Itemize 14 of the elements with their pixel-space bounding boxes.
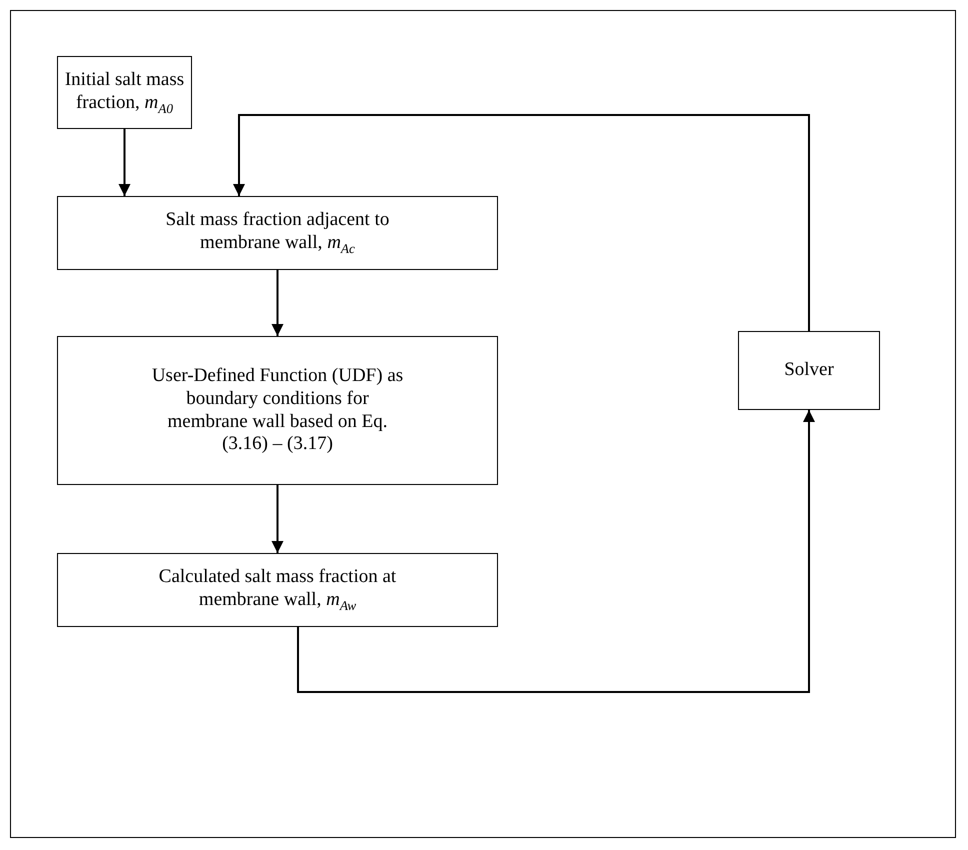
box-text: Salt mass fraction adjacent to membrane wall, m$_{Ac}$ <box>164 209 390 257</box>
arrow <box>118 129 130 196</box>
box-text: Calculated salt mass fraction at membrane wall, m$_{Aw}$ <box>158 566 398 614</box>
box-text: Solver <box>784 359 834 382</box>
process-box <box>57 336 498 485</box>
arrow <box>272 270 284 336</box>
process-box <box>57 196 498 270</box>
arrow <box>233 114 810 331</box>
process-box <box>738 331 880 410</box>
box-text: User-Defined Function (UDF) as boundary conditions for membrane wall based on Eq. (3.16) – (3.17) <box>150 364 404 456</box>
process-box <box>57 56 192 129</box>
process-box <box>57 553 498 627</box>
arrow <box>272 485 284 553</box>
box-text: Initial salt mass fraction, m$_{A0}$ <box>64 68 186 116</box>
